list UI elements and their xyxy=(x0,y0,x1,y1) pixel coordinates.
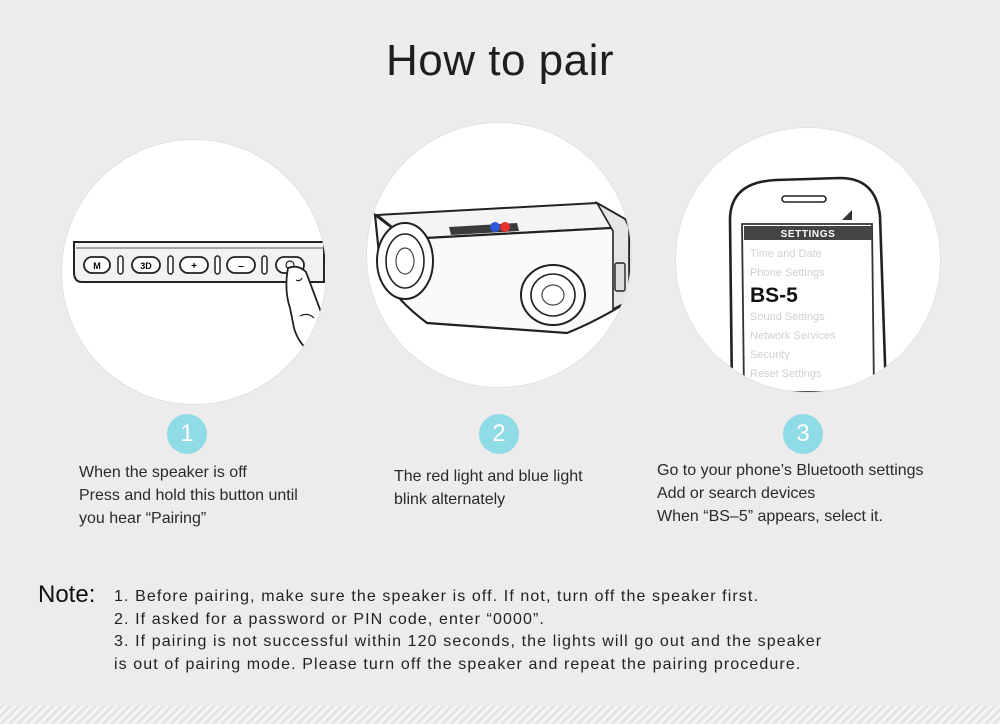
note-line: is out of pairing mode. Please turn off … xyxy=(114,655,802,673)
indicator-lights-icon xyxy=(490,222,510,232)
step-1-description: When the speaker is off Press and hold t… xyxy=(79,461,298,530)
step-1-illustration: M 3D + – xyxy=(62,140,326,404)
step-1-line: you hear “Pairing” xyxy=(79,510,207,527)
3d-button-icon: 3D xyxy=(131,256,161,274)
note-line: 1. Before pairing, make sure the speaker… xyxy=(114,588,759,605)
page-title: How to pair xyxy=(385,36,615,85)
step-3-illustration: SETTINGS Time and Date Phone Settings BS… xyxy=(676,128,940,392)
phone-settings-header: SETTINGS xyxy=(781,229,836,240)
phone-menu-item: Network Services xyxy=(750,330,836,342)
step-3-line: Add or search devices xyxy=(657,485,816,502)
phone-device-name: BS-5 xyxy=(750,284,798,307)
phone-menu-item: Reset Settings xyxy=(750,368,822,380)
left-driver-icon xyxy=(376,222,434,300)
step-3-line: Go to your phone’s Bluetooth settings xyxy=(657,462,924,479)
phone-menu-item: Phone Settings xyxy=(750,267,825,279)
step-2-badge: 2 xyxy=(479,414,519,454)
phone-menu-item: Sound Settings xyxy=(750,311,825,323)
step-2-description: The red light and blue light blink alter… xyxy=(394,465,583,511)
step-3-badge: 3 xyxy=(783,414,823,454)
step-1-badge: 1 xyxy=(167,414,207,454)
button-label-3d: 3D xyxy=(140,261,152,271)
minus-button-icon: – xyxy=(226,256,256,274)
button-panel-illustration: M 3D + – xyxy=(73,241,325,352)
button-label-plus: + xyxy=(191,261,197,272)
phone-menu-item: Security xyxy=(750,349,790,361)
phone-illustration: SETTINGS Time and Date Phone Settings BS… xyxy=(728,176,888,392)
button-label-m: M xyxy=(93,261,101,271)
step-2-line: The red light and blue light xyxy=(394,468,583,485)
note-line: 2. If asked for a password or PIN code, … xyxy=(114,610,545,628)
step-1-line: When the speaker is off xyxy=(79,464,247,481)
note-label: Note: xyxy=(38,581,96,608)
phone-menu-item: Time and Date xyxy=(750,248,822,260)
step-2-illustration xyxy=(367,123,631,387)
note-list: 1. Before pairing, make sure the speaker… xyxy=(114,586,822,676)
finger-icon xyxy=(285,265,325,352)
plus-button-icon: + xyxy=(179,256,209,274)
step-1-line: Press and hold this button until xyxy=(79,487,298,504)
step-3-line: When “BS–5” appears, select it. xyxy=(657,508,883,525)
speaker-illustration xyxy=(373,200,631,335)
step-3-description: Go to your phone’s Bluetooth settings Ad… xyxy=(657,459,924,528)
footer-stripe xyxy=(0,706,1000,724)
mode-button-icon: M xyxy=(83,256,111,274)
right-driver-icon xyxy=(520,264,586,326)
note-line: 3. If pairing is not successful within 1… xyxy=(114,633,823,650)
step-2-line: blink alternately xyxy=(394,491,506,508)
signal-icon xyxy=(842,210,852,220)
button-label-minus: – xyxy=(238,261,244,272)
